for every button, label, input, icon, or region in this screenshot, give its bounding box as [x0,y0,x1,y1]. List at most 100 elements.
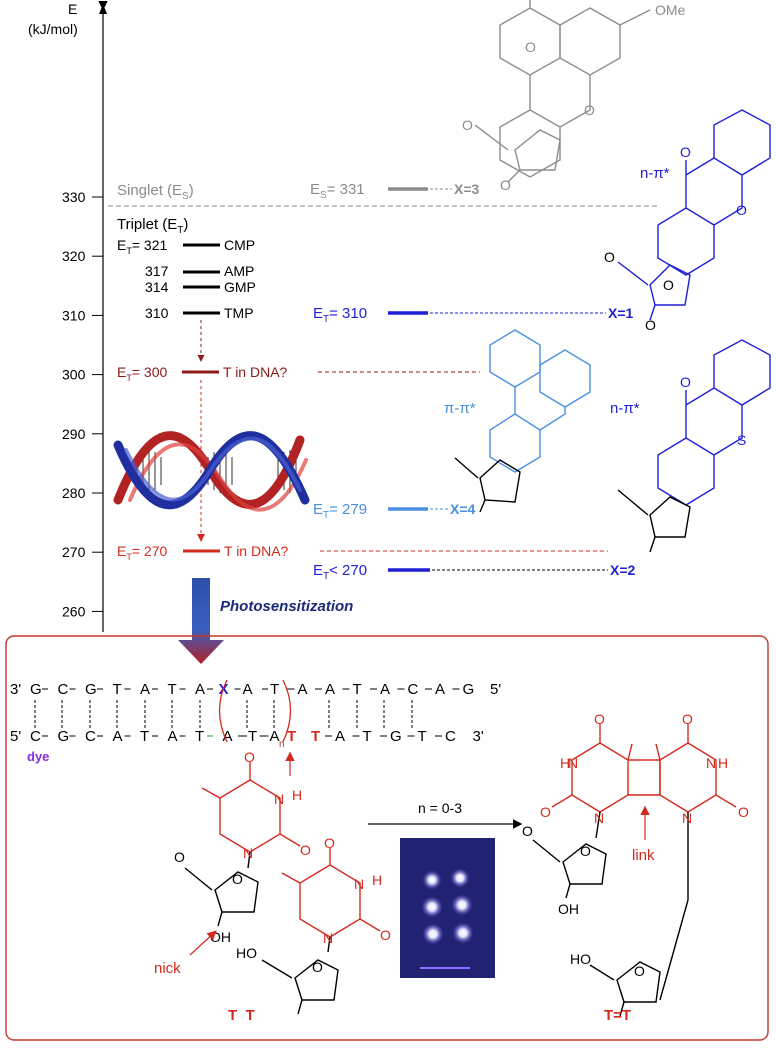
triplet-label: Triplet (ET) [117,216,188,236]
base-letter: G [58,728,70,745]
base-letter: C [445,728,456,745]
x2-sugar [617,489,691,553]
axis-tick-label: 320 [62,248,86,264]
base-letter: A [113,728,123,745]
svg-text:T in DNA?: T in DNA? [223,364,288,380]
structure-x1: O O O O O [604,109,771,333]
svg-text:O: O [680,144,691,160]
svg-text:H: H [292,787,302,803]
base-pair-lines [34,700,413,728]
svg-text:X=4: X=4 [450,501,476,517]
level-amp: 317 AMP [145,263,254,279]
svg-text:O: O [522,823,533,839]
loop-bracket-left [218,679,228,743]
svg-text:H: H [560,755,570,771]
svg-text:O: O [500,177,511,193]
base-letter: T [418,728,427,745]
structure-x4 [489,329,591,473]
axis-tick-label: 290 [62,426,86,442]
pi-pi-star-label: π-π* [444,400,476,417]
svg-text:O: O [738,804,749,820]
thymidine-1: N N H O O O O OH [174,749,311,945]
svg-text:O: O [584,102,595,118]
svg-text:OH: OH [210,929,231,945]
level-cmp: ET= 321 CMP [117,237,255,256]
base-letter: A [223,728,233,745]
svg-text:N: N [682,810,692,826]
tt-label: T T [228,1007,255,1024]
thymidine-2: N N H O O O HO [236,835,391,1015]
strand-end-label: 5' [490,681,501,698]
x2-sulfur: S [737,432,746,448]
svg-text:N: N [354,876,364,892]
base-letter: C [408,681,419,698]
base-letter: A [168,728,178,745]
svg-text:N: N [594,810,604,826]
svg-text:314: 314 [145,279,169,295]
axis-tick-label: 330 [62,189,86,205]
svg-text:O: O [645,317,656,333]
svg-text:OH: OH [558,901,579,917]
svg-text:O: O [312,959,323,975]
base-letter: T [363,728,372,745]
svg-text:O: O [174,849,185,865]
x4-sugar [454,457,521,513]
singlet-label: Singlet (ES) [117,182,194,202]
svg-text:TMP: TMP [224,305,254,321]
svg-text:H: H [372,872,382,888]
svg-text:X=2: X=2 [610,562,636,578]
svg-text:N: N [706,755,716,771]
loop-bracket-right [282,679,292,743]
svg-text:O: O [594,711,605,727]
photosensitization-arrow: Photosensitization [178,578,353,664]
svg-text:O: O [663,277,674,293]
svg-text:310: 310 [145,305,169,321]
svg-text:N: N [274,791,284,807]
svg-text:HO: HO [236,945,257,961]
base-letter: T [248,728,257,745]
base-letter: T [195,728,204,745]
svg-text:H: H [718,755,728,771]
uv-irradiation-photo [400,838,495,978]
svg-text:GMP: GMP [224,279,256,295]
base-letter: A [335,728,345,745]
strand-end-label: 5' [10,728,21,745]
svg-text:X=1: X=1 [608,305,634,321]
strand-end-label: 3' [10,681,21,698]
svg-text:Triplet (ET): Triplet (ET) [117,216,188,236]
base-letter: T [353,681,362,698]
svg-text:N: N [568,755,578,771]
axis-unit: (kJ/mol) [28,21,78,37]
svg-text:X=3: X=3 [454,181,480,197]
base-letter: C [30,728,41,745]
nick-annotation: nick [154,930,217,977]
svg-text:O: O [540,804,551,820]
svg-text:O: O [324,835,335,851]
structure-x3: OMe O O O O [462,0,686,193]
thymine-dimer-product: H N N H N N O O O O O O OH O HO [522,711,749,1017]
strand-end-label: 3' [473,728,484,745]
experiment-panel [5,635,769,1041]
base-letter: A [435,681,445,698]
svg-text:Singlet (ES): Singlet (ES) [117,182,194,202]
base-letter: T [168,681,177,698]
base-letter: A [298,681,308,698]
n-pi-star-label-1: n-π* [640,165,670,182]
svg-text:ET= 321: ET= 321 [117,237,167,256]
axis-tick-label: 280 [62,485,86,501]
axis-tick-label: 270 [62,544,86,560]
link-annotation: link [632,805,655,864]
svg-text:O: O [380,927,391,943]
base-letter: A [195,681,205,698]
base-letter: G [463,681,475,698]
base-letter: T [113,681,122,698]
svg-text:O: O [634,963,645,979]
svg-text:OMe: OMe [655,2,686,18]
level-x2: ET< 270 X=2 [313,562,636,582]
link-label: link [632,847,655,864]
